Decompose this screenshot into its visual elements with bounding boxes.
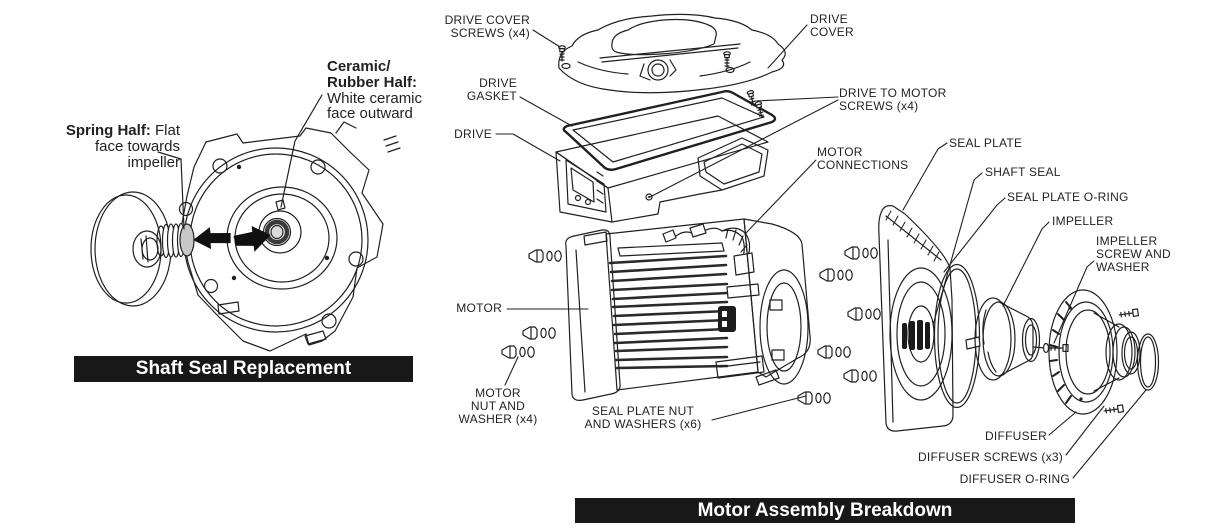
leader-lines xyxy=(495,24,1147,479)
label-drive-cover-screws: DRIVE COVER SCREWS (x4) xyxy=(444,13,530,40)
motor-assembly-breakdown-title: Motor Assembly Breakdown xyxy=(575,498,1075,523)
leader-ceramic-half xyxy=(280,94,323,208)
label-motor: MOTOR xyxy=(456,301,502,315)
diffuser-oring-drawing xyxy=(1136,333,1160,391)
label-impeller: IMPELLER xyxy=(1052,214,1114,228)
label-shaft-seal: SHAFT SEAL xyxy=(985,165,1061,179)
drive-gasket-drawing xyxy=(562,90,777,171)
label-ceramic-rubber-half: Ceramic/ Rubber Half: White ceramic face… xyxy=(327,58,423,123)
label-drive-gasket: DRIVE GASKET xyxy=(466,76,517,103)
label-diffuser-screws: DIFFUSER SCREWS (x3) xyxy=(917,450,1063,464)
label-seal-plate: SEAL PLATE xyxy=(949,136,1023,150)
label-motor-nut-and-washer: MOTOR NUT AND WASHER (x4) xyxy=(458,386,538,426)
arrow-right-icon xyxy=(233,225,271,252)
label-motor-connections: MOTOR CONNECTIONS xyxy=(817,145,909,172)
arrow-left-icon xyxy=(193,227,231,250)
label-diffuser: DIFFUSER xyxy=(985,429,1047,443)
label-drive-cover: DRIVE COVER xyxy=(810,12,854,39)
shaft-seal-replacement-drawing xyxy=(90,94,401,352)
diffuser-drawing xyxy=(1048,289,1141,415)
impeller-drawing xyxy=(974,297,1047,381)
impeller-screw-drawing xyxy=(1042,342,1069,354)
drive-drawing xyxy=(555,115,769,223)
label-impeller-screw-and-washer: IMPELLER SCREW AND WASHER xyxy=(1096,234,1171,274)
seal-plate-oring-drawing xyxy=(933,263,981,409)
seal-spring-half-drawing xyxy=(156,222,195,259)
seal-plate-nut-washer-fasteners xyxy=(797,246,881,405)
label-diffuser-o-ring: DIFFUSER O-RING xyxy=(959,472,1070,486)
leader-spring-half xyxy=(157,151,185,230)
label-seal-plate-o-ring: SEAL PLATE O-RING xyxy=(1007,190,1129,204)
motor-drawing xyxy=(565,218,811,401)
seal-carrier-disk-drawing xyxy=(90,191,172,307)
label-drive-to-motor-screws: DRIVE TO MOTOR SCREWS (x4) xyxy=(839,86,947,113)
shaft-seal-part xyxy=(902,320,930,350)
seal-ceramic-half-drawing xyxy=(258,199,302,254)
label-seal-plate-nut-and-washers: SEAL PLATE NUT AND WASHERS (x6) xyxy=(584,404,702,431)
motor-assembly-drawing xyxy=(495,13,1160,479)
label-drive: DRIVE xyxy=(454,127,492,141)
motor-nut-washer-fasteners xyxy=(501,249,562,359)
seal-plate-drawing xyxy=(878,205,954,432)
shaft-seal-replacement-title: Shaft Seal Replacement xyxy=(74,356,413,382)
label-spring-half: Spring Half: Flat face towards impeller xyxy=(65,122,180,171)
drive-cover-drawing xyxy=(558,13,786,94)
